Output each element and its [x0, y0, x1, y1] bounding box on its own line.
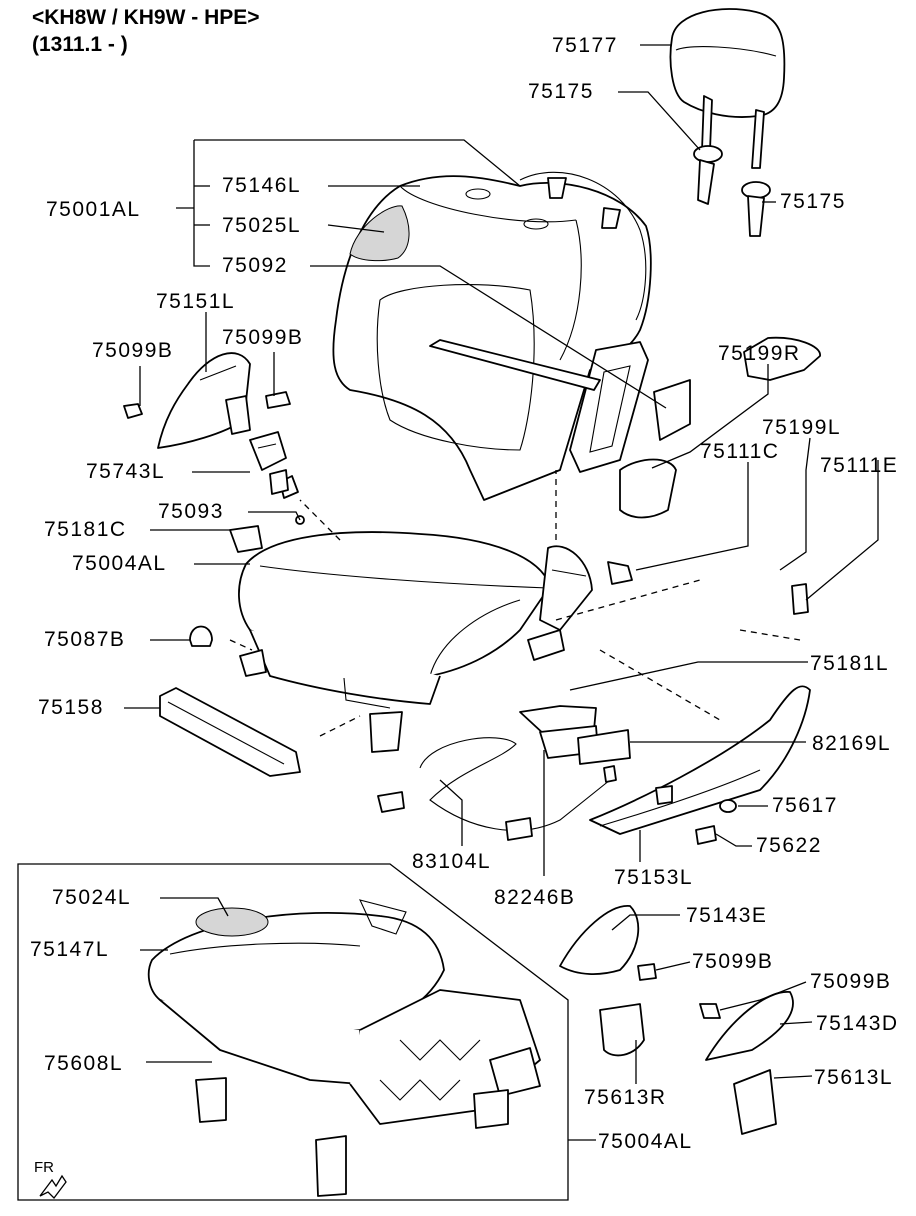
headrest-drawing — [669, 8, 786, 169]
back-pad-shading — [349, 205, 410, 262]
inset-pad-shading — [195, 907, 269, 937]
side-shield-drawing — [157, 352, 251, 449]
callout-label: 75613L — [814, 1066, 893, 1089]
cap-nut-drawing — [189, 625, 213, 647]
callout-label: 75147L — [30, 938, 109, 961]
callout-label: 75001AL — [46, 198, 141, 221]
buckle-drawing — [249, 431, 289, 495]
switch-drawing — [519, 705, 631, 765]
callout-label: 83104L — [412, 850, 491, 873]
callout-label: 75743L — [86, 460, 165, 483]
callout-label: 75143D — [816, 1012, 899, 1035]
callout-label: 75617 — [772, 794, 838, 817]
callout-label: 75093 — [158, 500, 224, 523]
callout-label: 75175 — [780, 190, 846, 213]
callout-label: 75146L — [222, 174, 301, 197]
bolt-drawing — [123, 391, 721, 1019]
side-trim-drawing — [589, 685, 811, 845]
callout-label: 75622 — [756, 834, 822, 857]
callout-label: 75143E — [686, 904, 767, 927]
seat-back-drawing — [332, 171, 652, 501]
callout-label: 75087B — [44, 628, 125, 651]
callout-label: 75111E — [820, 454, 898, 477]
callout-label: 75024L — [52, 886, 131, 909]
callout-label: 75181L — [810, 652, 889, 675]
callout-label: 75608L — [44, 1052, 123, 1075]
callout-label: 82246B — [494, 886, 575, 909]
callout-label: 75199R — [718, 342, 801, 365]
callout-label: 75199L — [762, 416, 841, 439]
callout-label: 75151L — [156, 290, 235, 313]
callout-label: 75099B — [810, 970, 891, 993]
inset-frame — [17, 863, 569, 1201]
callout-label: 75025L — [222, 214, 301, 237]
callout-label: 75181C — [44, 518, 127, 541]
callout-label: 75099B — [92, 339, 173, 362]
callout-label: 75175 — [528, 80, 594, 103]
seat-cushion-drawing — [238, 531, 551, 753]
callout-label: 75004AL — [72, 552, 167, 575]
cushion-assembly-drawing — [147, 899, 541, 1197]
seat-skirt-drawing — [159, 687, 301, 777]
lower-bracket-drawing — [559, 905, 794, 1135]
clip-drawing — [229, 515, 305, 553]
front-cover-drawing — [743, 336, 821, 615]
callout-label: 75158 — [38, 696, 104, 719]
leader-lines — [124, 44, 879, 1141]
alignment-dashes — [229, 470, 801, 737]
callout-label: 82169L — [812, 732, 891, 755]
callout-label: 75099B — [692, 950, 773, 973]
callout-label: 75153L — [614, 866, 693, 889]
callout-label: 75099B — [222, 326, 303, 349]
callout-label: 75177 — [552, 34, 618, 57]
harness-drawing — [377, 737, 617, 841]
front-direction-label: FR — [34, 1159, 54, 1176]
callout-label: 75111C — [700, 440, 779, 463]
callout-label: 75092 — [222, 254, 288, 277]
serial-range-heading: (1311.1 - ) — [32, 33, 128, 56]
headrest-guide-drawing — [693, 145, 771, 237]
callout-label: 75004AL — [598, 1130, 693, 1153]
front-direction-arrow-icon — [39, 1174, 67, 1199]
model-code-heading: <KH8W / KH9W - HPE> — [32, 6, 260, 29]
callout-labels: 75177 75175 75175 75001AL 75146L 75025L … — [30, 34, 899, 1153]
callout-label: 75613R — [584, 1086, 667, 1109]
recliner-frame-drawing — [569, 341, 691, 519]
seat-rail-drawing — [429, 339, 601, 661]
